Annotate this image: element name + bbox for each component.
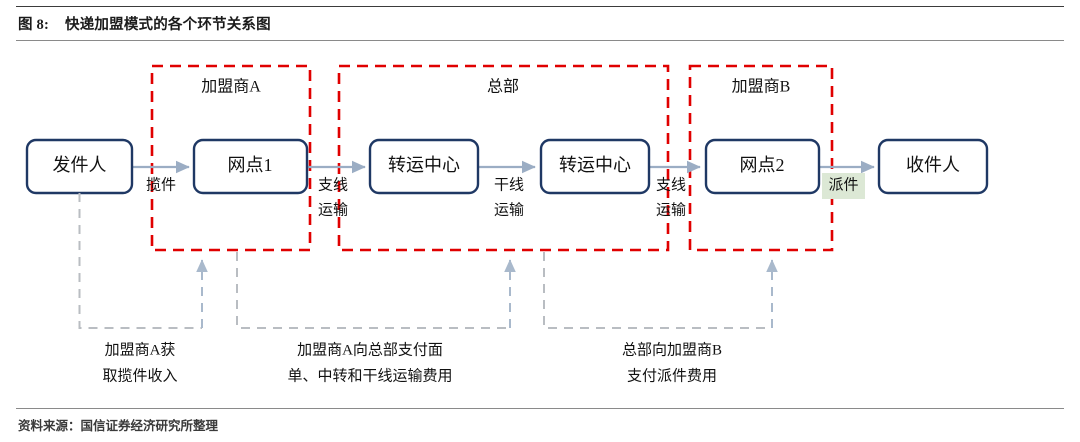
- money-flow-2-line-2: 单、中转和干线运输费用: [287, 367, 452, 384]
- money-flow-1: 加盟商A获 取揽件收入: [78, 193, 208, 384]
- group-label-franchisee-a: 加盟商A: [201, 78, 261, 96]
- node-receiver[interactable]: 收件人: [877, 138, 989, 195]
- node-outlet-1[interactable]: 网点1: [192, 138, 309, 195]
- money-flow-1-tail: [78, 193, 202, 329]
- edge-label-paijian-text: 派件: [828, 176, 858, 193]
- money-flow-2: 加盟商A向总部支付面 单、中转和干线运输费用: [236, 252, 516, 384]
- group-box-headquarters: [337, 64, 670, 252]
- money-flow-3-line-1: 总部向加盟商B: [622, 341, 722, 358]
- edge-label-line-2: 运输: [656, 201, 686, 218]
- node-box-outlet-1[interactable]: [192, 138, 309, 195]
- node-box-outlet-2[interactable]: [704, 138, 821, 195]
- source-note: 资料来源：国信证券经济研究所整理: [18, 419, 219, 433]
- money-flow-2-line-1: 加盟商A向总部支付面: [297, 341, 443, 358]
- node-hub-1[interactable]: 转运中心: [368, 138, 480, 195]
- group-label-franchisee-b: 加盟商B: [732, 78, 791, 96]
- money-flow-3: 总部向加盟商B 支付派件费用: [543, 252, 778, 384]
- edge-label-ganxian-yunshu: 干线 运输: [494, 176, 524, 218]
- edge-label-zhixian-yunshu-1: 支线 运输: [318, 176, 348, 218]
- node-box-hub-2[interactable]: [539, 138, 651, 195]
- page-title: 图 8: 快递加盟模式的各个环节关系图: [18, 13, 271, 34]
- edge-label-line-2: 运输: [494, 201, 524, 218]
- edge-label-line-1: 支线: [318, 176, 348, 193]
- group-franchisee-a: 加盟商A: [150, 64, 312, 252]
- figure-title-text: 快递加盟模式的各个环节关系图: [65, 17, 271, 33]
- node-label-hub-1: 转运中心: [388, 155, 460, 175]
- money-flow-3-line-2: 支付派件费用: [627, 367, 717, 384]
- node-hub-2[interactable]: 转运中心: [539, 138, 651, 195]
- node-label-outlet-1: 网点1: [228, 155, 273, 175]
- node-label-outlet-2: 网点2: [740, 155, 785, 175]
- node-box-receiver[interactable]: [877, 138, 989, 195]
- node-label-sender: 发件人: [53, 155, 107, 175]
- money-flow-3-tail: [543, 252, 772, 329]
- flow-diagram: 加盟商A 总部 加盟商B 发件人 网点1: [0, 45, 1080, 405]
- top-rule: [16, 6, 1064, 7]
- node-label-hub-2: 转运中心: [559, 155, 631, 175]
- edge-label-line-2: 运输: [318, 201, 348, 218]
- node-sender[interactable]: 发件人: [25, 138, 134, 195]
- edge-label-paijian: 派件: [822, 173, 865, 199]
- figure-number: 图 8:: [18, 17, 50, 33]
- group-label-headquarters: 总部: [487, 78, 519, 96]
- node-label-receiver: 收件人: [906, 155, 960, 175]
- group-box-franchisee-b: [688, 64, 834, 252]
- node-outlet-2[interactable]: 网点2: [704, 138, 821, 195]
- money-flow-1-line-2: 取揽件收入: [102, 367, 177, 384]
- node-box-hub-1[interactable]: [368, 138, 480, 195]
- group-headquarters: 总部: [337, 64, 670, 252]
- edge-label-line-1: 干线: [494, 176, 524, 193]
- edge-label-zhixian-yunshu-2: 支线 运输: [656, 176, 686, 218]
- money-flow-2-tail: [236, 252, 510, 329]
- edge-label-lanjian: 揽件: [146, 176, 176, 193]
- edge-label-highlight: [822, 173, 865, 199]
- money-flow-1-line-1: 加盟商A获: [105, 341, 176, 358]
- bottom-rule: [16, 408, 1064, 409]
- group-box-franchisee-a: [150, 64, 312, 252]
- title-underline: [16, 40, 1064, 41]
- edge-label-line-1: 支线: [656, 176, 686, 193]
- group-franchisee-b: 加盟商B: [688, 64, 834, 252]
